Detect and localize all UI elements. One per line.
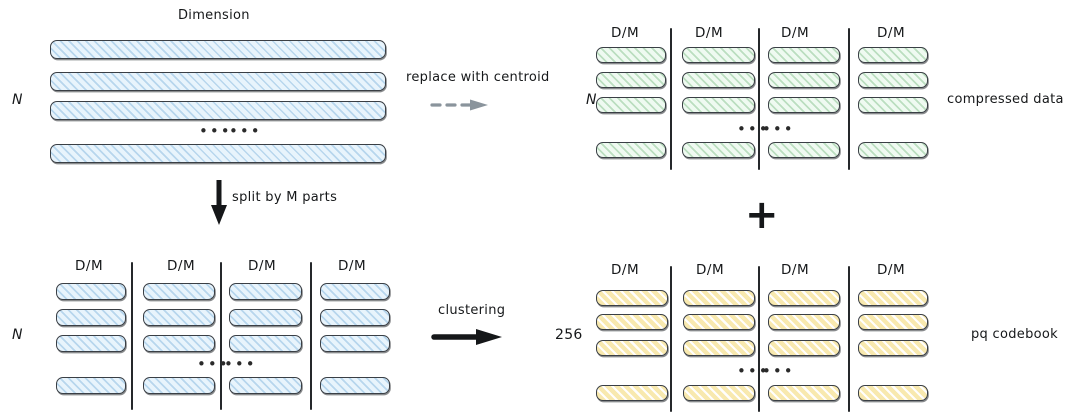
column-separator — [758, 28, 760, 170]
side-label-pq-codebook: pq codebook — [971, 327, 1058, 342]
compressed-bar — [596, 47, 666, 63]
row-count-label-codebook: 256 — [555, 327, 583, 343]
row-count-label-split: N — [12, 327, 23, 343]
ellipsis-vertical: ••• — [199, 122, 232, 140]
compressed-bar — [682, 97, 755, 113]
vector-bar — [50, 144, 386, 163]
subvector-bar — [320, 335, 390, 352]
column-header-dm: D/M — [877, 25, 906, 41]
vector-bar — [50, 101, 386, 120]
subvector-bar — [320, 377, 390, 394]
column-separator — [848, 266, 850, 412]
codebook-bar — [858, 314, 928, 330]
arrow-label-clustering: clustering — [438, 303, 506, 318]
column-header-dm: D/M — [338, 258, 367, 274]
column-separator — [848, 28, 850, 170]
solid-arrow-icon — [431, 329, 502, 345]
dimension-label: Dimension — [178, 8, 250, 23]
subvector-bar — [320, 283, 390, 300]
subvector-bar — [143, 283, 215, 300]
codebook-bar — [596, 385, 668, 401]
compressed-bar — [596, 72, 666, 88]
subvector-bar — [143, 309, 215, 326]
column-separator — [758, 266, 760, 412]
ellipsis-vertical: ••• — [229, 122, 262, 140]
subvector-bar — [229, 335, 302, 352]
vector-bar — [50, 72, 386, 91]
column-separator — [670, 28, 672, 170]
down-arrow-icon — [211, 180, 227, 225]
compressed-bar — [682, 47, 755, 63]
compressed-bar — [768, 47, 840, 63]
dashed-arrow-icon — [430, 99, 488, 111]
column-header-dm: D/M — [781, 262, 810, 278]
subvector-bar — [56, 283, 126, 300]
compressed-bar — [596, 97, 666, 113]
arrow-label-split-by-m-parts: split by M parts — [232, 190, 338, 205]
codebook-bar — [858, 385, 928, 401]
compressed-bar — [858, 97, 928, 113]
codebook-bar — [768, 385, 840, 401]
subvector-bar — [56, 335, 126, 352]
vector-bar — [50, 40, 386, 59]
subvector-bar — [229, 309, 302, 326]
compressed-bar — [858, 72, 928, 88]
codebook-bar — [683, 340, 755, 356]
compressed-bar — [682, 142, 755, 158]
codebook-bar — [596, 314, 668, 330]
codebook-bar — [768, 314, 840, 330]
row-count-label-compressed: N — [586, 92, 597, 108]
column-header-dm: D/M — [611, 25, 640, 41]
ellipsis-vertical: ••• — [762, 362, 795, 380]
subvector-bar — [56, 377, 126, 394]
ellipsis-vertical: ••• — [762, 120, 795, 138]
column-header-dm: D/M — [75, 258, 104, 274]
subvector-bar — [143, 335, 215, 352]
subvector-bar — [56, 309, 126, 326]
compressed-bar — [858, 47, 928, 63]
subvector-bar — [320, 309, 390, 326]
compressed-bar — [768, 142, 840, 158]
column-header-dm: D/M — [877, 262, 906, 278]
codebook-bar — [596, 340, 668, 356]
column-header-dm: D/M — [695, 25, 724, 41]
subvector-bar — [143, 377, 215, 394]
codebook-bar — [858, 340, 928, 356]
side-label-compressed-data: compressed data — [947, 92, 1064, 107]
plus-operator: + — [745, 192, 779, 238]
codebook-bar — [683, 290, 755, 306]
column-header-dm: D/M — [248, 258, 277, 274]
row-count-label-original: N — [12, 92, 23, 108]
compressed-bar — [682, 72, 755, 88]
ellipsis-vertical: ••• — [737, 362, 770, 380]
compressed-bar — [858, 142, 928, 158]
ellipsis-vertical: ••• — [737, 120, 770, 138]
column-header-dm: D/M — [167, 258, 196, 274]
column-header-dm: D/M — [611, 262, 640, 278]
subvector-bar — [229, 283, 302, 300]
codebook-bar — [683, 385, 755, 401]
ellipsis-vertical: ••• — [197, 355, 230, 373]
column-separator — [670, 266, 672, 412]
codebook-bar — [768, 340, 840, 356]
codebook-bar — [683, 314, 755, 330]
ellipsis-vertical: ••• — [224, 355, 257, 373]
subvector-bar — [229, 377, 302, 394]
codebook-bar — [596, 290, 668, 306]
column-separator — [310, 262, 312, 410]
arrow-label-replace-with-centroid: replace with centroid — [406, 70, 550, 85]
codebook-bar — [768, 290, 840, 306]
compressed-bar — [596, 142, 666, 158]
codebook-bar — [858, 290, 928, 306]
column-separator — [131, 262, 133, 410]
column-header-dm: D/M — [696, 262, 725, 278]
compressed-bar — [768, 97, 840, 113]
column-header-dm: D/M — [781, 25, 810, 41]
compressed-bar — [768, 72, 840, 88]
column-separator — [220, 262, 222, 410]
